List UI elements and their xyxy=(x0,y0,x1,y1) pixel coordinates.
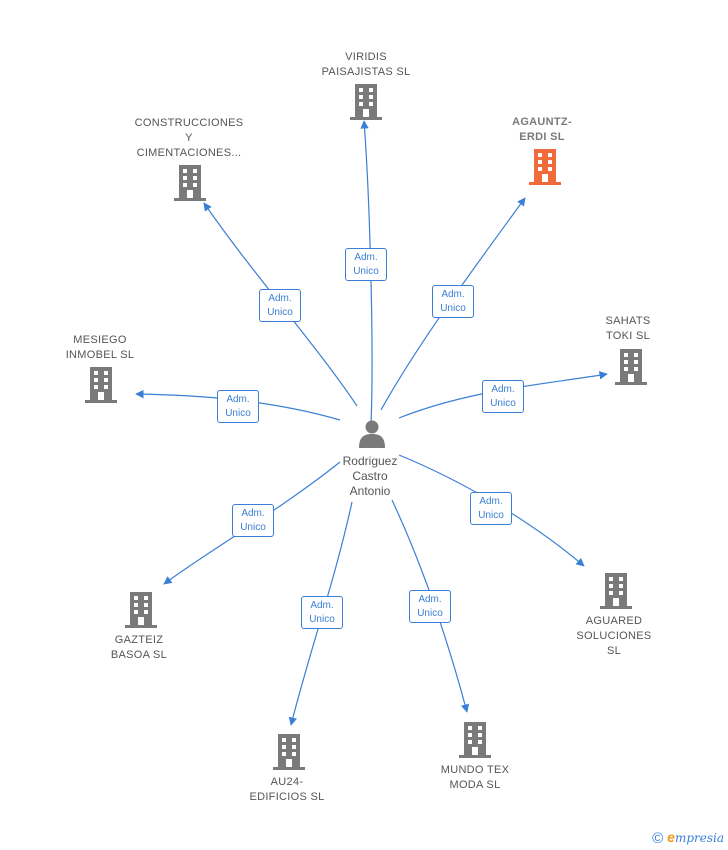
company-label-line: AGAUNTZ- xyxy=(512,116,572,128)
brand-name: mpresia xyxy=(674,831,724,845)
company-label-line: INMOBEL SL xyxy=(65,349,135,361)
role-badge-line: Unico xyxy=(478,510,504,521)
company-label-agauntz[interactable]: AGAUNTZ- ERDI SL xyxy=(477,115,607,145)
company-label-line: BASOA SL xyxy=(110,649,168,661)
company-label-line: MUNDO TEX xyxy=(440,764,510,776)
building-icon[interactable] xyxy=(350,84,382,120)
role-badge-agauntz: Adm. Unico xyxy=(432,285,474,318)
role-badge-line: Unico xyxy=(240,522,266,533)
company-label-viridis[interactable]: VIRIDIS PAISAJISTAS SL xyxy=(301,50,431,80)
role-badge-line: Adm. xyxy=(226,394,250,405)
company-label-mesiego[interactable]: MESIEGO INMOBEL SL xyxy=(35,333,165,363)
role-badge-line: Adm. xyxy=(241,508,265,519)
company-label-line: Y xyxy=(185,132,193,144)
company-label-sahats[interactable]: SAHATS TOKI SL xyxy=(563,314,693,344)
role-badge-construcciones: Adm. Unico xyxy=(259,289,301,322)
brand-initial: e xyxy=(667,829,675,845)
company-label-line: CONSTRUCCIONES xyxy=(134,117,244,129)
company-label-aguared[interactable]: AGUARED SOLUCIONES SL xyxy=(549,614,679,659)
role-badge-sahats: Adm. Unico xyxy=(482,380,524,413)
company-label-gazteiz[interactable]: GAZTEIZ BASOA SL xyxy=(74,633,204,663)
company-label-mundotex[interactable]: MUNDO TEX MODA SL xyxy=(410,763,540,793)
role-badge-line: Unico xyxy=(225,408,251,419)
role-badge-line: Unico xyxy=(490,398,516,409)
company-label-line: SAHATS xyxy=(605,315,651,327)
company-label-line: PAISAJISTAS SL xyxy=(321,66,411,78)
company-label-line: TOKI SL xyxy=(605,330,651,342)
company-label-line: ERDI SL xyxy=(519,131,565,143)
company-label-au24[interactable]: AU24- EDIFICIOS SL xyxy=(222,775,352,805)
role-badge-line: Adm. xyxy=(268,293,292,304)
building-icon[interactable] xyxy=(273,734,305,770)
role-badge-line: Adm. xyxy=(441,289,465,300)
role-badge-line: Adm. xyxy=(310,600,334,611)
role-badge-line: Unico xyxy=(353,266,379,277)
person-name-line: Antonio xyxy=(349,484,391,498)
company-label-line: SOLUCIONES xyxy=(576,630,652,642)
building-icon[interactable] xyxy=(174,165,206,201)
company-label-line: MESIEGO xyxy=(73,334,127,346)
role-badge-mundotex: Adm. Unico xyxy=(409,590,451,623)
person-icon[interactable] xyxy=(359,420,385,449)
company-label-line: GAZTEIZ xyxy=(114,634,164,646)
role-badge-line: Unico xyxy=(309,614,335,625)
person-name-line: Rodriguez xyxy=(342,454,398,468)
company-label-line: VIRIDIS xyxy=(345,51,387,63)
building-icon[interactable] xyxy=(125,592,157,628)
role-badge-gazteiz: Adm. Unico xyxy=(232,504,274,537)
company-label-line: MODA SL xyxy=(449,779,501,791)
company-label-line: SL xyxy=(606,645,622,657)
company-label-construcciones[interactable]: CONSTRUCCIONES Y CIMENTACIONES... xyxy=(124,116,254,161)
role-badge-au24: Adm. Unico xyxy=(301,596,343,629)
role-badge-line: Adm. xyxy=(479,496,503,507)
person-name-line: Castro xyxy=(352,469,388,483)
building-icon[interactable] xyxy=(459,722,491,758)
role-badge-line: Adm. xyxy=(354,252,378,263)
copyright-symbol: © xyxy=(652,830,664,847)
role-badge-line: Adm. xyxy=(491,384,515,395)
company-label-line: AU24- xyxy=(270,776,304,788)
company-label-line: AGUARED xyxy=(585,615,643,627)
role-badge-aguared: Adm. Unico xyxy=(470,492,512,525)
building-icon[interactable] xyxy=(615,349,647,385)
role-badge-viridis: Adm. Unico xyxy=(345,248,387,281)
company-label-line: CIMENTACIONES... xyxy=(136,147,242,159)
company-label-line: EDIFICIOS SL xyxy=(249,791,325,803)
role-badge-line: Adm. xyxy=(418,594,442,605)
role-badge-mesiego: Adm. Unico xyxy=(217,390,259,423)
role-badge-line: Unico xyxy=(267,307,293,318)
building-icon[interactable] xyxy=(85,367,117,403)
brand-logo: ©empresia xyxy=(652,829,724,847)
building-icon[interactable] xyxy=(600,573,632,609)
role-badge-line: Unico xyxy=(440,303,466,314)
building-icon[interactable] xyxy=(529,149,561,185)
role-badge-line: Unico xyxy=(417,608,443,619)
